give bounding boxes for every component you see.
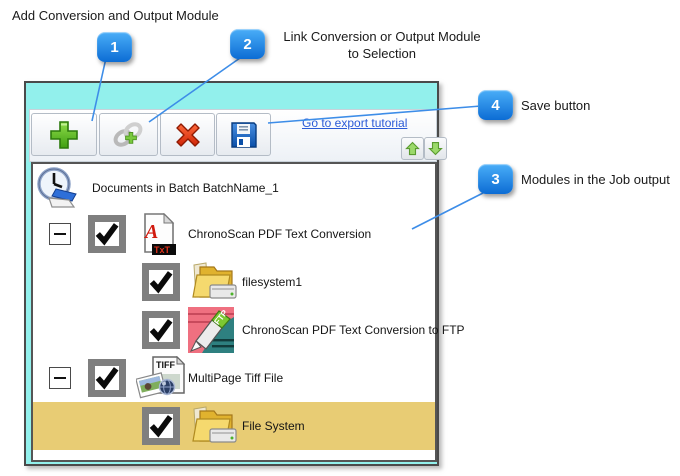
callout-badge-4: 4 bbox=[478, 90, 513, 120]
tiff-icon: TIFF bbox=[136, 356, 186, 399]
checkmark-icon bbox=[95, 223, 119, 246]
batch-clock-icon bbox=[37, 167, 77, 208]
filesystem-icon bbox=[192, 406, 237, 443]
tree-row-filesystem1[interactable]: filesystem1 bbox=[33, 258, 435, 306]
callout-badge-3: 3 bbox=[478, 164, 513, 194]
toolbar: Go to export tutorial bbox=[29, 109, 447, 162]
collapse-expander[interactable] bbox=[49, 367, 71, 389]
tree-item-label: ChronoScan PDF Text Conversion to FTP bbox=[242, 323, 465, 337]
tree-item-label: filesystem1 bbox=[242, 275, 303, 289]
module-checkbox[interactable] bbox=[142, 263, 180, 301]
checkmark-icon bbox=[95, 367, 119, 390]
chain-link-plus-icon bbox=[113, 121, 142, 147]
tree-item-label: MultiPage Tiff File bbox=[188, 371, 284, 385]
add-module-button[interactable] bbox=[31, 113, 97, 156]
save-button[interactable] bbox=[216, 113, 271, 156]
minus-icon bbox=[54, 377, 66, 379]
export-modules-window: Go to export tutorial bbox=[24, 81, 465, 466]
annotation-add-module: Add Conversion and Output Module bbox=[12, 8, 219, 23]
module-checkbox[interactable] bbox=[142, 407, 180, 445]
move-down-button[interactable] bbox=[424, 137, 447, 160]
svg-text:TIFF: TIFF bbox=[156, 360, 175, 370]
module-checkbox[interactable] bbox=[88, 215, 126, 253]
svg-text:A: A bbox=[143, 221, 158, 243]
tree-row-pdf-conversion[interactable]: A TxT ChronoScan PDF Text Conversion bbox=[33, 210, 435, 258]
tree-root-row[interactable]: Documents in Batch BatchName_1 bbox=[33, 166, 435, 210]
module-checkbox[interactable] bbox=[88, 359, 126, 397]
module-checkbox[interactable] bbox=[142, 311, 180, 349]
tree-item-label: ChronoScan PDF Text Conversion bbox=[188, 227, 372, 241]
tree-row-file-system[interactable]: File System bbox=[33, 402, 435, 450]
ftp-icon: FTP bbox=[188, 307, 234, 353]
annotation-save-button: Save button bbox=[521, 98, 591, 113]
filesystem-icon bbox=[192, 262, 237, 299]
tree-item-label: File System bbox=[242, 419, 305, 433]
move-up-button[interactable] bbox=[401, 137, 424, 160]
callout-badge-1: 1 bbox=[97, 32, 132, 62]
minus-icon bbox=[54, 233, 66, 235]
checkmark-icon bbox=[149, 271, 173, 294]
collapse-expander[interactable] bbox=[49, 223, 71, 245]
checkmark-icon bbox=[149, 319, 173, 342]
floppy-disk-icon bbox=[230, 121, 257, 148]
tree-root-label: Documents in Batch BatchName_1 bbox=[92, 181, 279, 195]
annotation-link-module-line2: to Selection bbox=[348, 46, 416, 61]
annotation-link-module: Link Conversion or Output Module to Sele… bbox=[270, 28, 494, 62]
svg-text:TxT: TxT bbox=[154, 245, 171, 255]
green-arrow-up-icon bbox=[405, 141, 420, 156]
annotation-link-module-line1: Link Conversion or Output Module bbox=[283, 29, 481, 44]
green-arrow-down-icon bbox=[428, 141, 443, 156]
export-tutorial-link[interactable]: Go to export tutorial bbox=[302, 116, 408, 130]
modules-tree: Documents in Batch BatchName_1 A TxT Chr… bbox=[31, 162, 465, 462]
green-plus-icon bbox=[50, 120, 78, 149]
pdf-text-icon: A TxT bbox=[143, 213, 176, 255]
link-module-button[interactable] bbox=[99, 113, 158, 156]
delete-module-button[interactable] bbox=[160, 113, 215, 156]
tree-row-multipage-tiff[interactable]: TIFF MultiPage Tiff File bbox=[33, 354, 435, 402]
annotation-modules-output: Modules in the Job output bbox=[521, 172, 670, 187]
red-x-icon bbox=[175, 122, 200, 147]
callout-badge-2: 2 bbox=[230, 29, 265, 59]
tree-row-ftp-conversion[interactable]: FTP ChronoScan PDF Text Conversion to FT… bbox=[33, 306, 465, 354]
checkmark-icon bbox=[149, 415, 173, 438]
